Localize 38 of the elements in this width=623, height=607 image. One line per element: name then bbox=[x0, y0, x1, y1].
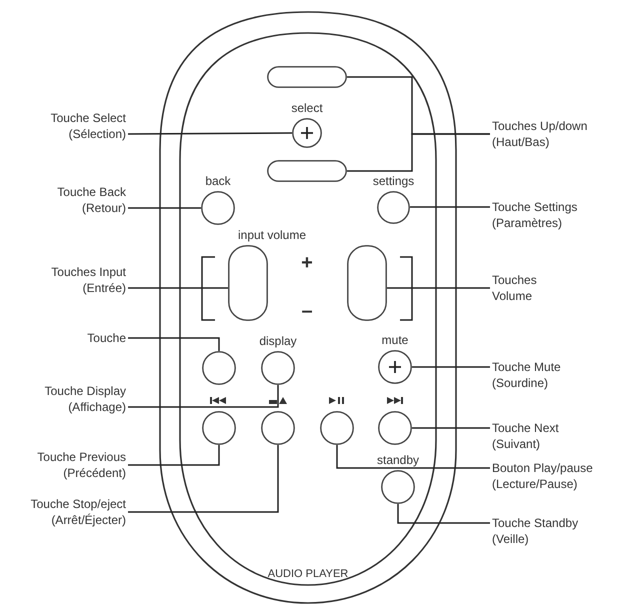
leader-line bbox=[128, 445, 279, 513]
callout-text: Touche Back (Retour) bbox=[41, 184, 126, 216]
callout-text: Touche Mute (Sourdine) bbox=[492, 359, 592, 391]
leader-line bbox=[128, 337, 220, 351]
minus-sign: – bbox=[301, 300, 313, 323]
callout-text: Touche Select (Sélection) bbox=[36, 110, 126, 142]
leader-line bbox=[336, 445, 490, 469]
callout-text: Touches Up/down (Haut/Bas) bbox=[492, 118, 602, 150]
plus-sign: + bbox=[301, 252, 313, 275]
leader-line bbox=[128, 207, 201, 209]
callout-text: Touche bbox=[66, 330, 126, 346]
leader-line bbox=[410, 206, 490, 208]
button-caption: standby bbox=[376, 453, 420, 467]
callout-text: Touche Standby (Veille) bbox=[492, 515, 592, 547]
button-caption: display bbox=[259, 334, 297, 348]
callout-text: Touche Next (Suivant) bbox=[492, 420, 582, 452]
model-text: AUDIO PLAYER bbox=[268, 568, 348, 580]
leader-line bbox=[128, 445, 220, 466]
callout-text: Bouton Play/pause (Lecture/Pause) bbox=[492, 460, 617, 492]
leader-line bbox=[397, 504, 490, 524]
leader-line bbox=[128, 132, 292, 135]
button-caption: settings bbox=[372, 174, 414, 188]
callout-text: Touche Settings (Paramètres) bbox=[492, 199, 602, 231]
callout-text: Touches Input (Entrée) bbox=[36, 264, 126, 296]
callout-text: Touche Display (Affichage) bbox=[36, 383, 126, 415]
button-caption: back bbox=[205, 174, 231, 188]
button-caption: input volume bbox=[238, 228, 306, 242]
leader-line bbox=[128, 287, 228, 289]
leader-line bbox=[387, 287, 490, 289]
button-caption: select bbox=[291, 101, 323, 115]
button-caption: mute bbox=[382, 333, 408, 347]
leader-line bbox=[128, 385, 279, 408]
callout-text: Touche Previous (Précédent) bbox=[21, 449, 126, 481]
leader-line bbox=[412, 427, 490, 429]
callout-text: Touche Stop/eject (Arrêt/Éjecter) bbox=[6, 496, 126, 528]
leader-line bbox=[412, 366, 490, 368]
leader-line bbox=[347, 133, 490, 172]
callout-text: Touches Volume bbox=[492, 272, 552, 304]
